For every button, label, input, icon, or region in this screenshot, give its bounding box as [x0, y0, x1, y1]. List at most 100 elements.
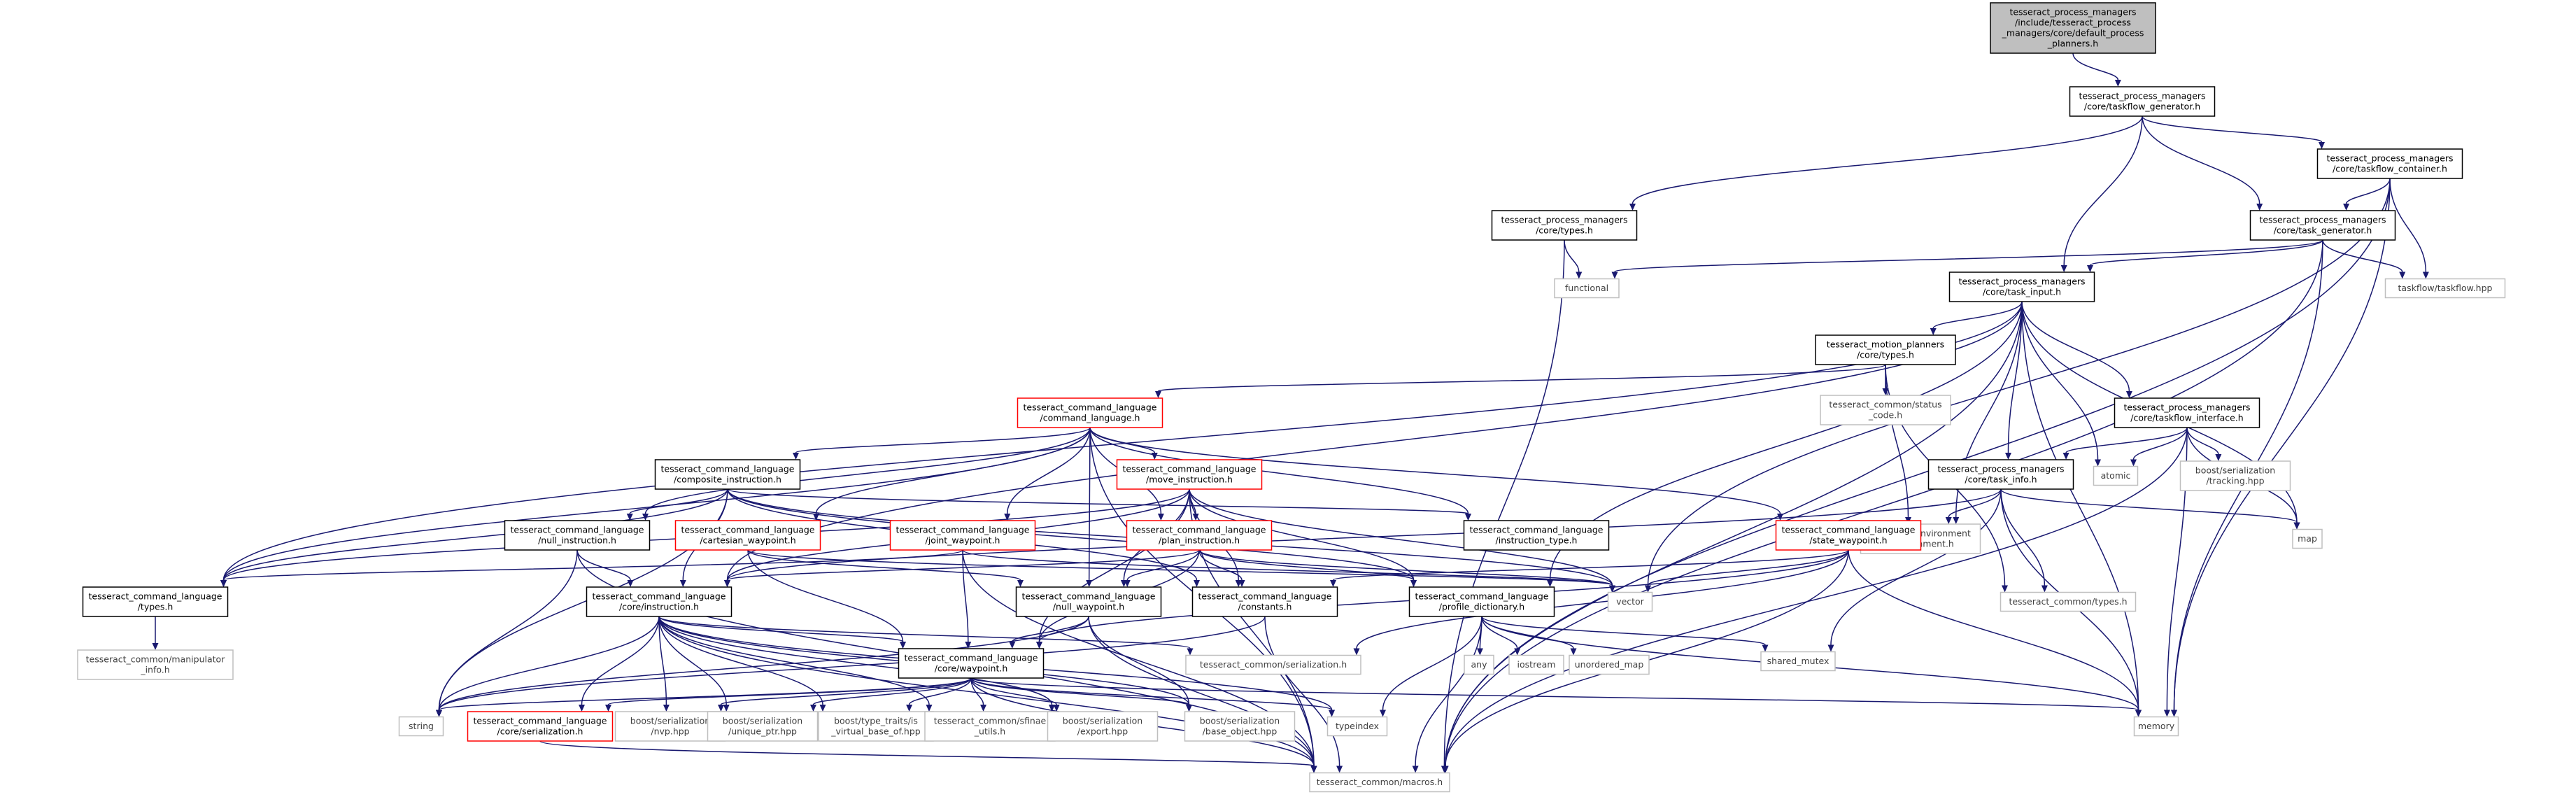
node-label-line: tesseract_command_language: [511, 525, 644, 535]
edge-taskinfo-to-commontypes: [2000, 488, 2048, 593]
edge-instruction-to-coreser: [579, 616, 660, 712]
edge-statewp-to-commonser: [1353, 549, 1849, 656]
node-box: [2093, 465, 2139, 486]
node-label-line: tesseract_motion_planners: [1827, 339, 1944, 350]
graph-node-tfcont[interactable]: tesseract_process_managers/core/taskflow…: [2316, 148, 2463, 179]
node-label-line: string: [409, 721, 434, 731]
graph-node-mptypes[interactable]: tesseract_motion_planners/core/types.h: [1815, 334, 1956, 365]
graph-node-constants[interactable]: tesseract_command_language/constants.h: [1191, 586, 1338, 617]
graph-node-commonser: tesseract_common/serialization.h: [1185, 654, 1361, 675]
edge-taskinput-to-envh: [1953, 301, 2023, 524]
graph-node-profiledict[interactable]: tesseract_command_language/profile_dicti…: [1408, 586, 1555, 617]
graph-node-tfgen[interactable]: tesseract_process_managers/core/taskflow…: [2069, 86, 2216, 117]
graph-node-manipinfo: tesseract_common/manipulator_info.h: [77, 649, 234, 680]
edge-instruction-to-uniqueptr: [658, 616, 730, 712]
graph-node-cltypes[interactable]: tesseract_command_language/types.h: [82, 586, 229, 617]
node-label-line: /nvp.hpp: [651, 726, 689, 737]
graph-node-jointwp[interactable]: tesseract_command_language/joint_waypoin…: [889, 520, 1036, 551]
graph-node-root[interactable]: tesseract_process_managers/include/tesse…: [1990, 2, 2156, 54]
graph-node-statewp[interactable]: tesseract_command_language/state_waypoin…: [1775, 520, 1922, 551]
edge-jointwp-to-waypoint: [962, 549, 972, 649]
graph-node-typeindex: typeindex: [1326, 716, 1388, 737]
graph-node-pmtypes[interactable]: tesseract_process_managers/core/types.h: [1491, 210, 1638, 241]
edge-planinst-to-constants: [1198, 549, 1245, 587]
graph-node-insttype[interactable]: tesseract_command_language/instruction_t…: [1463, 520, 1610, 551]
node-label-line: tesseract_command_language: [474, 716, 607, 726]
graph-node-taskinput[interactable]: tesseract_process_managers/core/task_inp…: [1948, 271, 2095, 302]
node-label-line: /cartesian_waypoint.h: [700, 535, 795, 546]
node-box: [2133, 716, 2179, 737]
edge-instruction-to-nvp: [658, 616, 670, 712]
node-box: [674, 520, 821, 551]
graph-node-taskinfo[interactable]: tesseract_process_managers/core/task_inf…: [1927, 459, 2074, 490]
graph-node-sfinae: tesseract_common/sfinae_utils.h: [924, 711, 1056, 742]
graph-node-moveinst[interactable]: tesseract_command_language/move_instruct…: [1116, 459, 1263, 490]
node-box: [1184, 711, 1296, 742]
edge-waypoint-to-typeindex: [970, 677, 1335, 717]
node-box: [1815, 334, 1956, 365]
node-label-line: /core/instruction.h: [619, 602, 699, 612]
node-box: [2179, 460, 2291, 491]
node-box: [1948, 271, 2095, 302]
node-label-line: boost/serialization: [1200, 716, 1280, 726]
edge-profiledict-to-macros: [1412, 616, 1482, 773]
edge-profiledict-to-sharedmutex: [1481, 616, 1769, 652]
graph-node-statuscode: tesseract_common/status_code.h: [1820, 395, 1951, 425]
graph-node-tfinterface[interactable]: tesseract_process_managers/core/taskflow…: [2114, 397, 2260, 428]
node-label-line: tesseract_common/macros.h: [1317, 777, 1443, 787]
node-label-line: /core/task_info.h: [1965, 474, 2037, 485]
graph-node-cmdlang[interactable]: tesseract_command_language/command_langu…: [1017, 397, 1163, 428]
node-label-line: /core/taskflow_interface.h: [2130, 413, 2243, 423]
graph-node-nullinst[interactable]: tesseract_command_language/null_instruct…: [504, 520, 651, 551]
graph-node-commontypes: tesseract_common/types.h: [2000, 591, 2137, 612]
edge-taskinput-to-cltypes: [220, 301, 2023, 587]
graph-node-composite[interactable]: tesseract_command_language/composite_ins…: [654, 459, 801, 490]
node-label-line: boost/serialization: [1063, 716, 1142, 726]
graph-node-tracking: boost/serialization/tracking.hpp: [2179, 460, 2291, 491]
graph-node-atomic: atomic: [2093, 465, 2139, 486]
node-box: [1463, 520, 1610, 551]
node-label-line: tesseract_command_language: [1470, 525, 1604, 535]
graph-node-taskgen[interactable]: tesseract_process_managers/core/task_gen…: [2249, 210, 2396, 241]
graph-node-coreser[interactable]: tesseract_command_language/core/serializ…: [467, 711, 614, 742]
node-label-line: tesseract_process_managers: [2009, 7, 2136, 17]
edge-taskinfo-to-envh: [1945, 488, 2002, 524]
node-label-line: _planners.h: [2047, 38, 2098, 49]
node-label-line: /tracking.hpp: [2206, 476, 2264, 486]
node-box: [1820, 395, 1951, 425]
graph-node-export: boost/serialization/export.hpp: [1047, 711, 1159, 742]
edge-cmdlang-to-composite: [793, 427, 1091, 460]
node-box: [1927, 459, 2074, 490]
node-label-line: tesseract_command_language: [681, 525, 815, 535]
edge-instruction-to-export: [658, 616, 1055, 712]
edge-taskinput-to-memory: [2021, 301, 2142, 717]
node-label-line: /core/types.h: [1857, 350, 1914, 360]
node-label-line: shared_mutex: [1767, 656, 1830, 666]
node-label-line: tesseract_command_language: [896, 525, 1030, 535]
node-label-line: tesseract_command_language: [1198, 591, 1332, 602]
node-box: [2069, 86, 2216, 117]
edge-waypoint-to-export: [970, 677, 1060, 712]
edge-waypoint-to-isvirtual: [906, 677, 972, 712]
node-label-line: tesseract_command_language: [661, 464, 795, 474]
edge-taskinput-to-taskinfo: [2005, 301, 2023, 460]
graph-node-baseobject: boost/serialization/base_object.hpp: [1184, 711, 1296, 742]
node-box: [654, 459, 801, 490]
graph-node-planinst[interactable]: tesseract_command_language/plan_instruct…: [1126, 520, 1273, 551]
node-label-line: boost/serialization: [630, 716, 710, 726]
edge-cmdlang-to-jointwp: [1004, 427, 1091, 521]
node-box: [467, 711, 614, 742]
graph-node-waypoint[interactable]: tesseract_command_language/core/waypoint…: [898, 648, 1045, 679]
node-box: [898, 648, 1045, 679]
node-label-line: boost/serialization: [2195, 465, 2275, 476]
graph-node-cartwp[interactable]: tesseract_command_language/cartesian_way…: [674, 520, 821, 551]
edge-constants-to-macros: [1264, 616, 1343, 773]
node-box: [1569, 654, 1650, 675]
edge-root-to-tfgen: [2072, 52, 2121, 87]
node-box: [1760, 651, 1836, 672]
graph-node-instruction[interactable]: tesseract_command_language/core/instruct…: [586, 586, 733, 617]
edge-statewp-to-constants: [1330, 549, 1849, 587]
graph-node-nullwp[interactable]: tesseract_command_language/null_waypoint…: [1015, 586, 1162, 617]
node-label-line: /instruction_type.h: [1496, 535, 1578, 546]
edge-tfgen-to-taskgen: [2142, 115, 2263, 211]
